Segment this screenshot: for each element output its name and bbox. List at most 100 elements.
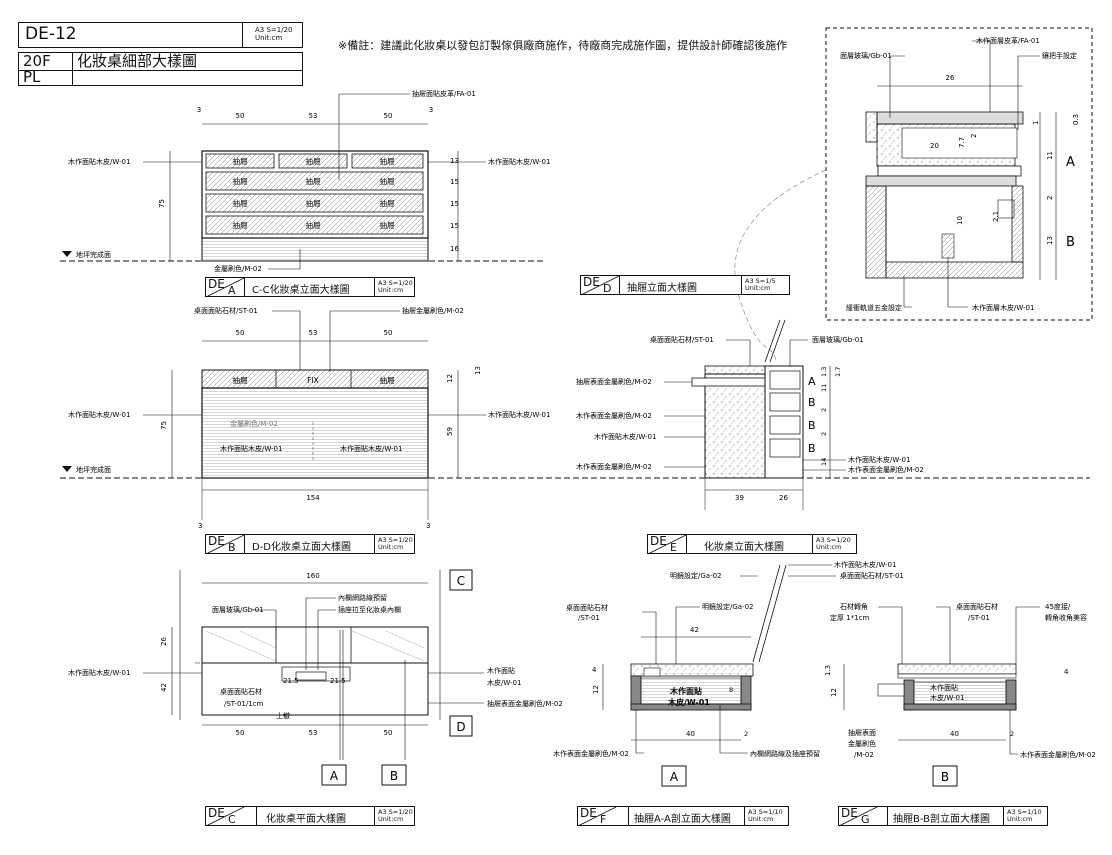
g-dim-1-3: 1.3: [824, 665, 832, 676]
c-stone-l1: 桌面面貼石材: [220, 687, 262, 696]
g-stone-l2: /ST-01: [968, 614, 990, 622]
d-dim-11: 11: [1046, 151, 1054, 160]
e-zone-b: B: [808, 442, 816, 455]
b-wood-left: 木作面貼木皮/W-01: [68, 410, 130, 419]
a-drawer: [205, 153, 275, 169]
c-mirror-callout: 面層玻璃/Gb-01: [212, 605, 264, 614]
c-dim-50: 50: [236, 729, 245, 737]
c-sec-b: B: [390, 769, 398, 783]
label-title: D-D化妝桌立面大樣圖: [252, 542, 352, 553]
g-stone-l1: 桌面面貼石材: [956, 602, 998, 611]
sheet-title-box: 20F 化妝桌細部大樣圖 PL: [18, 52, 303, 86]
b-dim-13: 13: [474, 366, 482, 375]
b-drawer-metal-callout: 抽屜金屬刷色/M-02: [402, 306, 464, 315]
c-stone-l2: /ST-01/1cm: [224, 700, 264, 708]
a-dim-16: 16: [450, 245, 459, 253]
a-floor-finish: 地坪完成面: [76, 250, 111, 259]
b-drawer-label: 抽屜: [233, 375, 248, 385]
c-dim-42: 42: [160, 683, 168, 692]
d-wood-callout: 木作面層木皮/W-01: [972, 303, 1034, 312]
c-mirror-zone: [201, 626, 429, 664]
label-id: E: [670, 541, 677, 554]
a-dim-50: 50: [384, 112, 393, 120]
d-dim-1: 1: [1032, 121, 1040, 125]
a-dim-15: 15: [450, 178, 459, 186]
a-drawer-row: [205, 215, 424, 235]
g-bevel-l1: 45度接/: [1045, 602, 1071, 611]
e-zone-b: B: [808, 419, 816, 432]
c-wood-left: 木作面貼木皮/W-01: [68, 668, 130, 677]
label-id: F: [600, 813, 607, 826]
g-bevel-l2: 轉角收角美容: [1045, 613, 1087, 622]
d-zone-a: A: [1066, 155, 1075, 170]
f-dim-40: 40: [686, 730, 695, 738]
c-sec-a: A: [330, 769, 339, 783]
f-wood-l2: 木皮/W-01: [667, 697, 710, 707]
b-dim-50: 50: [384, 329, 393, 337]
a-drawer: [278, 153, 348, 169]
sheet-scale: A3 S=1/20 Unit:cm: [242, 23, 303, 47]
f-light-callout: 明鏡設定/Ga-02: [702, 602, 754, 611]
a-wood-left: 木作面貼木皮/W-01: [68, 157, 130, 166]
e-dim-14: 14: [820, 458, 828, 466]
e-drawer-metal: 抽屜表面金屬刷色/M-02: [576, 377, 652, 386]
e-wood-metal-2: 木作表面金屬刷色/M-02: [576, 462, 652, 471]
label-title: 抽屜立面大樣圖: [627, 283, 697, 294]
d-dim-13: 13: [1046, 236, 1054, 245]
a-dim-15: 15: [450, 200, 459, 208]
a-dim-15: 15: [450, 222, 459, 230]
a-dim-13: 13: [450, 157, 459, 165]
f-dim-12: 12: [592, 685, 600, 694]
sheet-scale-text: A3 S=1/20: [255, 26, 293, 34]
drawing-c-plan: 160 21.5 21.5 上撤 桌面面貼石材 /ST-01/1cm: [68, 569, 563, 786]
b-stone-callout: 桌面面貼石材/ST-01: [194, 306, 258, 315]
c-dim-53: 53: [309, 729, 318, 737]
label-de: DE: [580, 806, 597, 820]
b-drawer-label: 抽屜: [380, 375, 395, 385]
f-wood-l1: 木作面貼: [669, 686, 702, 696]
g-dim-2: 2: [1010, 730, 1014, 738]
b-dim-3: 3: [198, 522, 202, 530]
a-wood-right: 木作面貼木皮/W-01: [488, 157, 550, 166]
e-zone-a: A: [808, 375, 816, 388]
a-drawer-label: 抽屜: [306, 156, 321, 166]
c-dim-26: 26: [160, 637, 168, 646]
f-dim-4: 4: [592, 666, 597, 674]
d-dim-10: 10: [956, 216, 964, 225]
g-sec-b: B: [941, 770, 949, 784]
d-dim-2: 2: [1046, 196, 1054, 200]
f-wood-metal: 木作表面金屬刷色/M-02: [553, 749, 629, 758]
a-drawer-label: 抽屜: [380, 198, 395, 208]
sheet-unit-text: Unit:cm: [255, 34, 283, 42]
sheet-floor: 20F: [23, 52, 51, 70]
a-drawer-label: 抽屜: [380, 156, 395, 166]
g-top: [897, 663, 1017, 675]
g-meta-l1: 抽屜表面: [848, 728, 876, 737]
b-dim-53: 53: [309, 329, 318, 337]
label-title: 抽屜B-B剖立面大樣圖: [893, 814, 990, 825]
c-dim-160: 160: [306, 572, 319, 580]
f-stone-top: 桌面面貼石材/ST-01: [840, 571, 904, 580]
d-dim-2: 2: [970, 134, 978, 138]
a-leather-callout: 抽屜面貼皮革/FA-01: [412, 89, 476, 98]
drawing-f-section: 木作面貼 木皮/W-01 42 40 2 4 12 8 桌面面貼石材 /ST-0…: [553, 560, 904, 787]
d-dim-7-7: 7.7: [958, 137, 966, 148]
e-dim-1-7: 1.7: [834, 367, 842, 377]
b-wood-right: 木作面貼木皮/W-01: [488, 410, 550, 419]
g-dim-12: 12: [830, 688, 838, 697]
e-dim-1-3: 1.3: [820, 367, 828, 377]
a-drawer-label: 抽屜: [306, 198, 321, 208]
label-title: C-C化妝桌立面大樣圖: [252, 285, 350, 296]
g-dim-40: 40: [950, 730, 959, 738]
sheet-code-box: DE-12 A3 S=1/20 Unit:cm: [18, 22, 303, 48]
c-dim-21-5: 21.5: [283, 677, 299, 685]
d-side-panel: [865, 185, 887, 279]
